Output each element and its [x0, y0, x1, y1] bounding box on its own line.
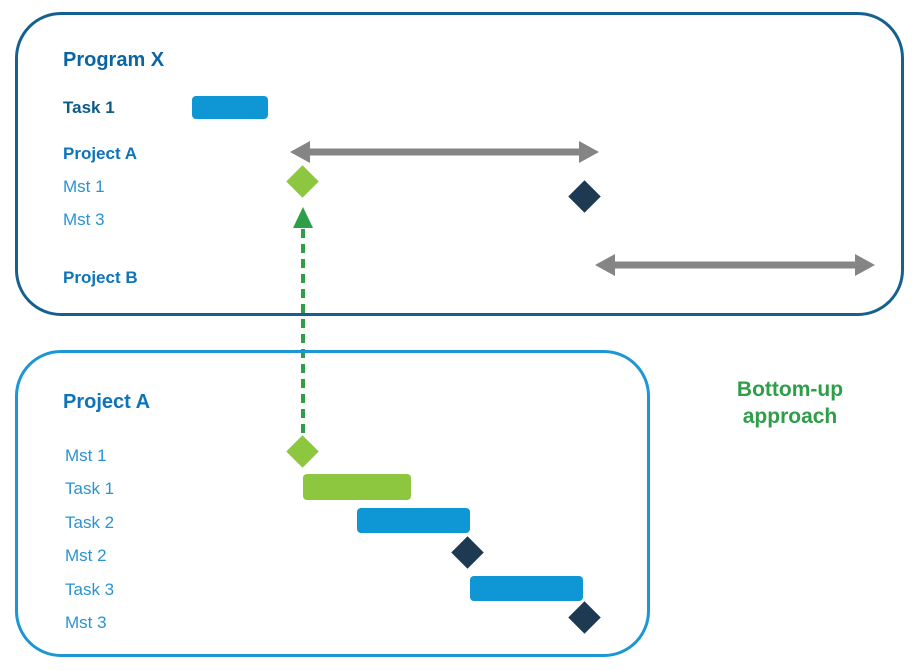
arrow-right-head-icon [579, 141, 599, 163]
program-panel-title: Program X [63, 49, 165, 71]
project-row-label-mst3: Mst 3 [65, 613, 107, 632]
project-row-label-task2: Task 2 [65, 513, 115, 532]
project-a-span-arrow [290, 141, 599, 163]
program-row-label-project-a: Project A [63, 144, 138, 163]
arrow-right-head-icon [855, 254, 875, 276]
program-row-label-project-b: Project B [63, 268, 138, 287]
project-task3-bar [470, 576, 583, 601]
dependency-arrowhead-up-icon [293, 207, 313, 228]
project-row-label-mst1: Mst 1 [65, 446, 107, 465]
arrow-shaft [305, 148, 584, 156]
project-b-span-arrow [595, 254, 875, 276]
project-panel-title: Project A [63, 391, 151, 413]
annotation-line1: Bottom-up [736, 378, 844, 401]
arrow-left-head-icon [595, 254, 615, 276]
project-task1-bar [303, 474, 411, 500]
arrow-left-head-icon [290, 141, 310, 163]
project-row-label-task1: Task 1 [65, 479, 115, 498]
project-a-panel [15, 350, 650, 657]
bottom-up-approach-annotation: Bottom-up approach [695, 376, 885, 430]
annotation-line2: approach [742, 405, 838, 428]
program-x-panel [15, 12, 904, 316]
project-row-label-task3: Task 3 [65, 580, 115, 599]
program-task1-bar [192, 96, 268, 119]
program-row-label-mst3: Mst 3 [63, 210, 105, 229]
program-row-label-task1: Task 1 [63, 98, 115, 117]
arrow-shaft [610, 261, 860, 269]
dependency-dashed-line [301, 229, 305, 437]
project-row-label-mst2: Mst 2 [65, 546, 107, 565]
project-task2-bar [357, 508, 470, 533]
program-row-label-mst1: Mst 1 [63, 177, 105, 196]
